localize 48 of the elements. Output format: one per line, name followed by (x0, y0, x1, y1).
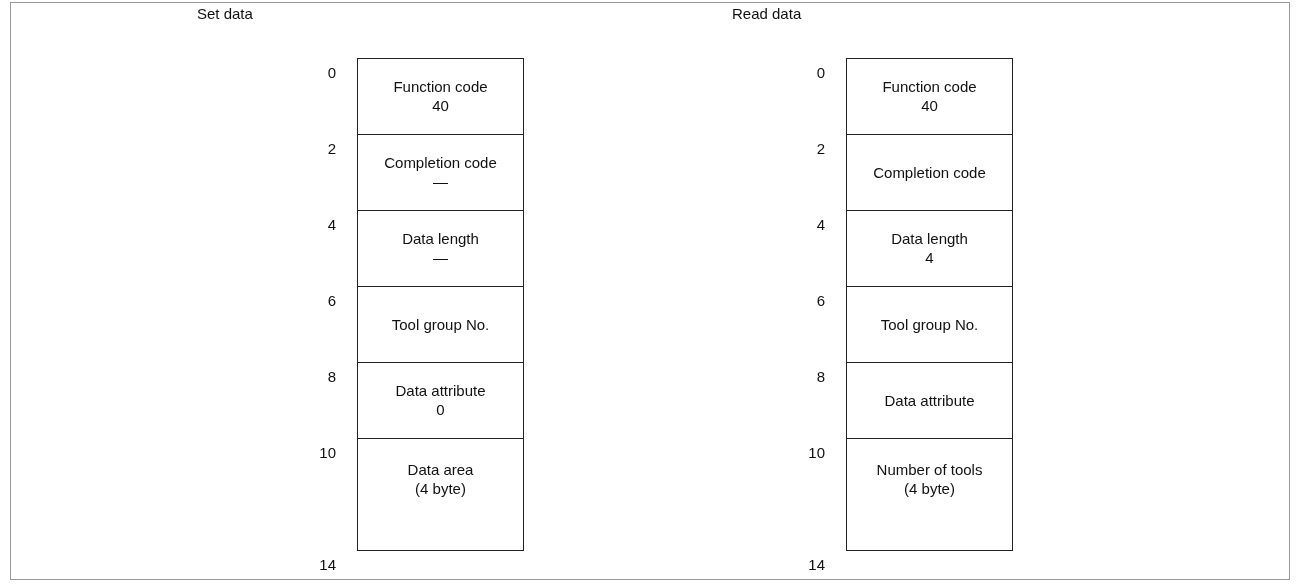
table-cell (846, 362, 1013, 439)
table-cell (357, 210, 524, 287)
byte-offset: 10 (318, 444, 336, 462)
field-name: Tool group No. (391, 315, 490, 334)
field-value: (4 byte) (904, 480, 955, 498)
column-title: Set data (197, 5, 253, 23)
field-value: — (433, 173, 448, 191)
table-cell (846, 210, 1013, 287)
field-name: Function code (393, 78, 488, 96)
byte-offset: 4 (815, 216, 825, 234)
byte-offset: 8 (326, 368, 336, 386)
table-cell (846, 58, 1013, 135)
field-name: Data length (891, 230, 968, 248)
field-value: 40 (432, 97, 449, 115)
byte-offset: 4 (326, 216, 336, 234)
field-value: (4 byte) (415, 480, 466, 498)
field-name: Data length (402, 230, 479, 248)
byte-offset: 2 (326, 140, 336, 158)
table-cell (846, 286, 1013, 363)
field-name: Data attribute (884, 391, 975, 410)
field-value: — (433, 249, 448, 267)
table-cell (357, 438, 524, 551)
table-cell (846, 438, 1013, 551)
field-name: Completion code (873, 163, 986, 182)
byte-offset: 0 (815, 64, 825, 82)
table-cell (846, 134, 1013, 211)
field-name: Tool group No. (880, 315, 979, 334)
byte-offset: 0 (326, 64, 336, 82)
table-cell (357, 362, 524, 439)
field-name: Completion code (384, 154, 497, 172)
byte-offset: 6 (326, 292, 336, 310)
byte-offset: 10 (807, 444, 825, 462)
table-cell (357, 58, 524, 135)
field-value: 0 (436, 401, 445, 419)
byte-offset: 6 (815, 292, 825, 310)
byte-offset: 2 (815, 140, 825, 158)
field-name: Data area (407, 461, 474, 479)
field-value: 40 (921, 97, 938, 115)
table-cell (357, 286, 524, 363)
column-title: Read data (732, 5, 802, 23)
field-name: Function code (882, 78, 977, 96)
byte-offset: 14 (807, 556, 825, 574)
field-value: 4 (925, 249, 934, 267)
byte-offset: 14 (318, 556, 336, 574)
field-name: Number of tools (876, 461, 983, 479)
byte-offset: 8 (815, 368, 825, 386)
field-name: Data attribute (395, 382, 486, 400)
table-cell (357, 134, 524, 211)
